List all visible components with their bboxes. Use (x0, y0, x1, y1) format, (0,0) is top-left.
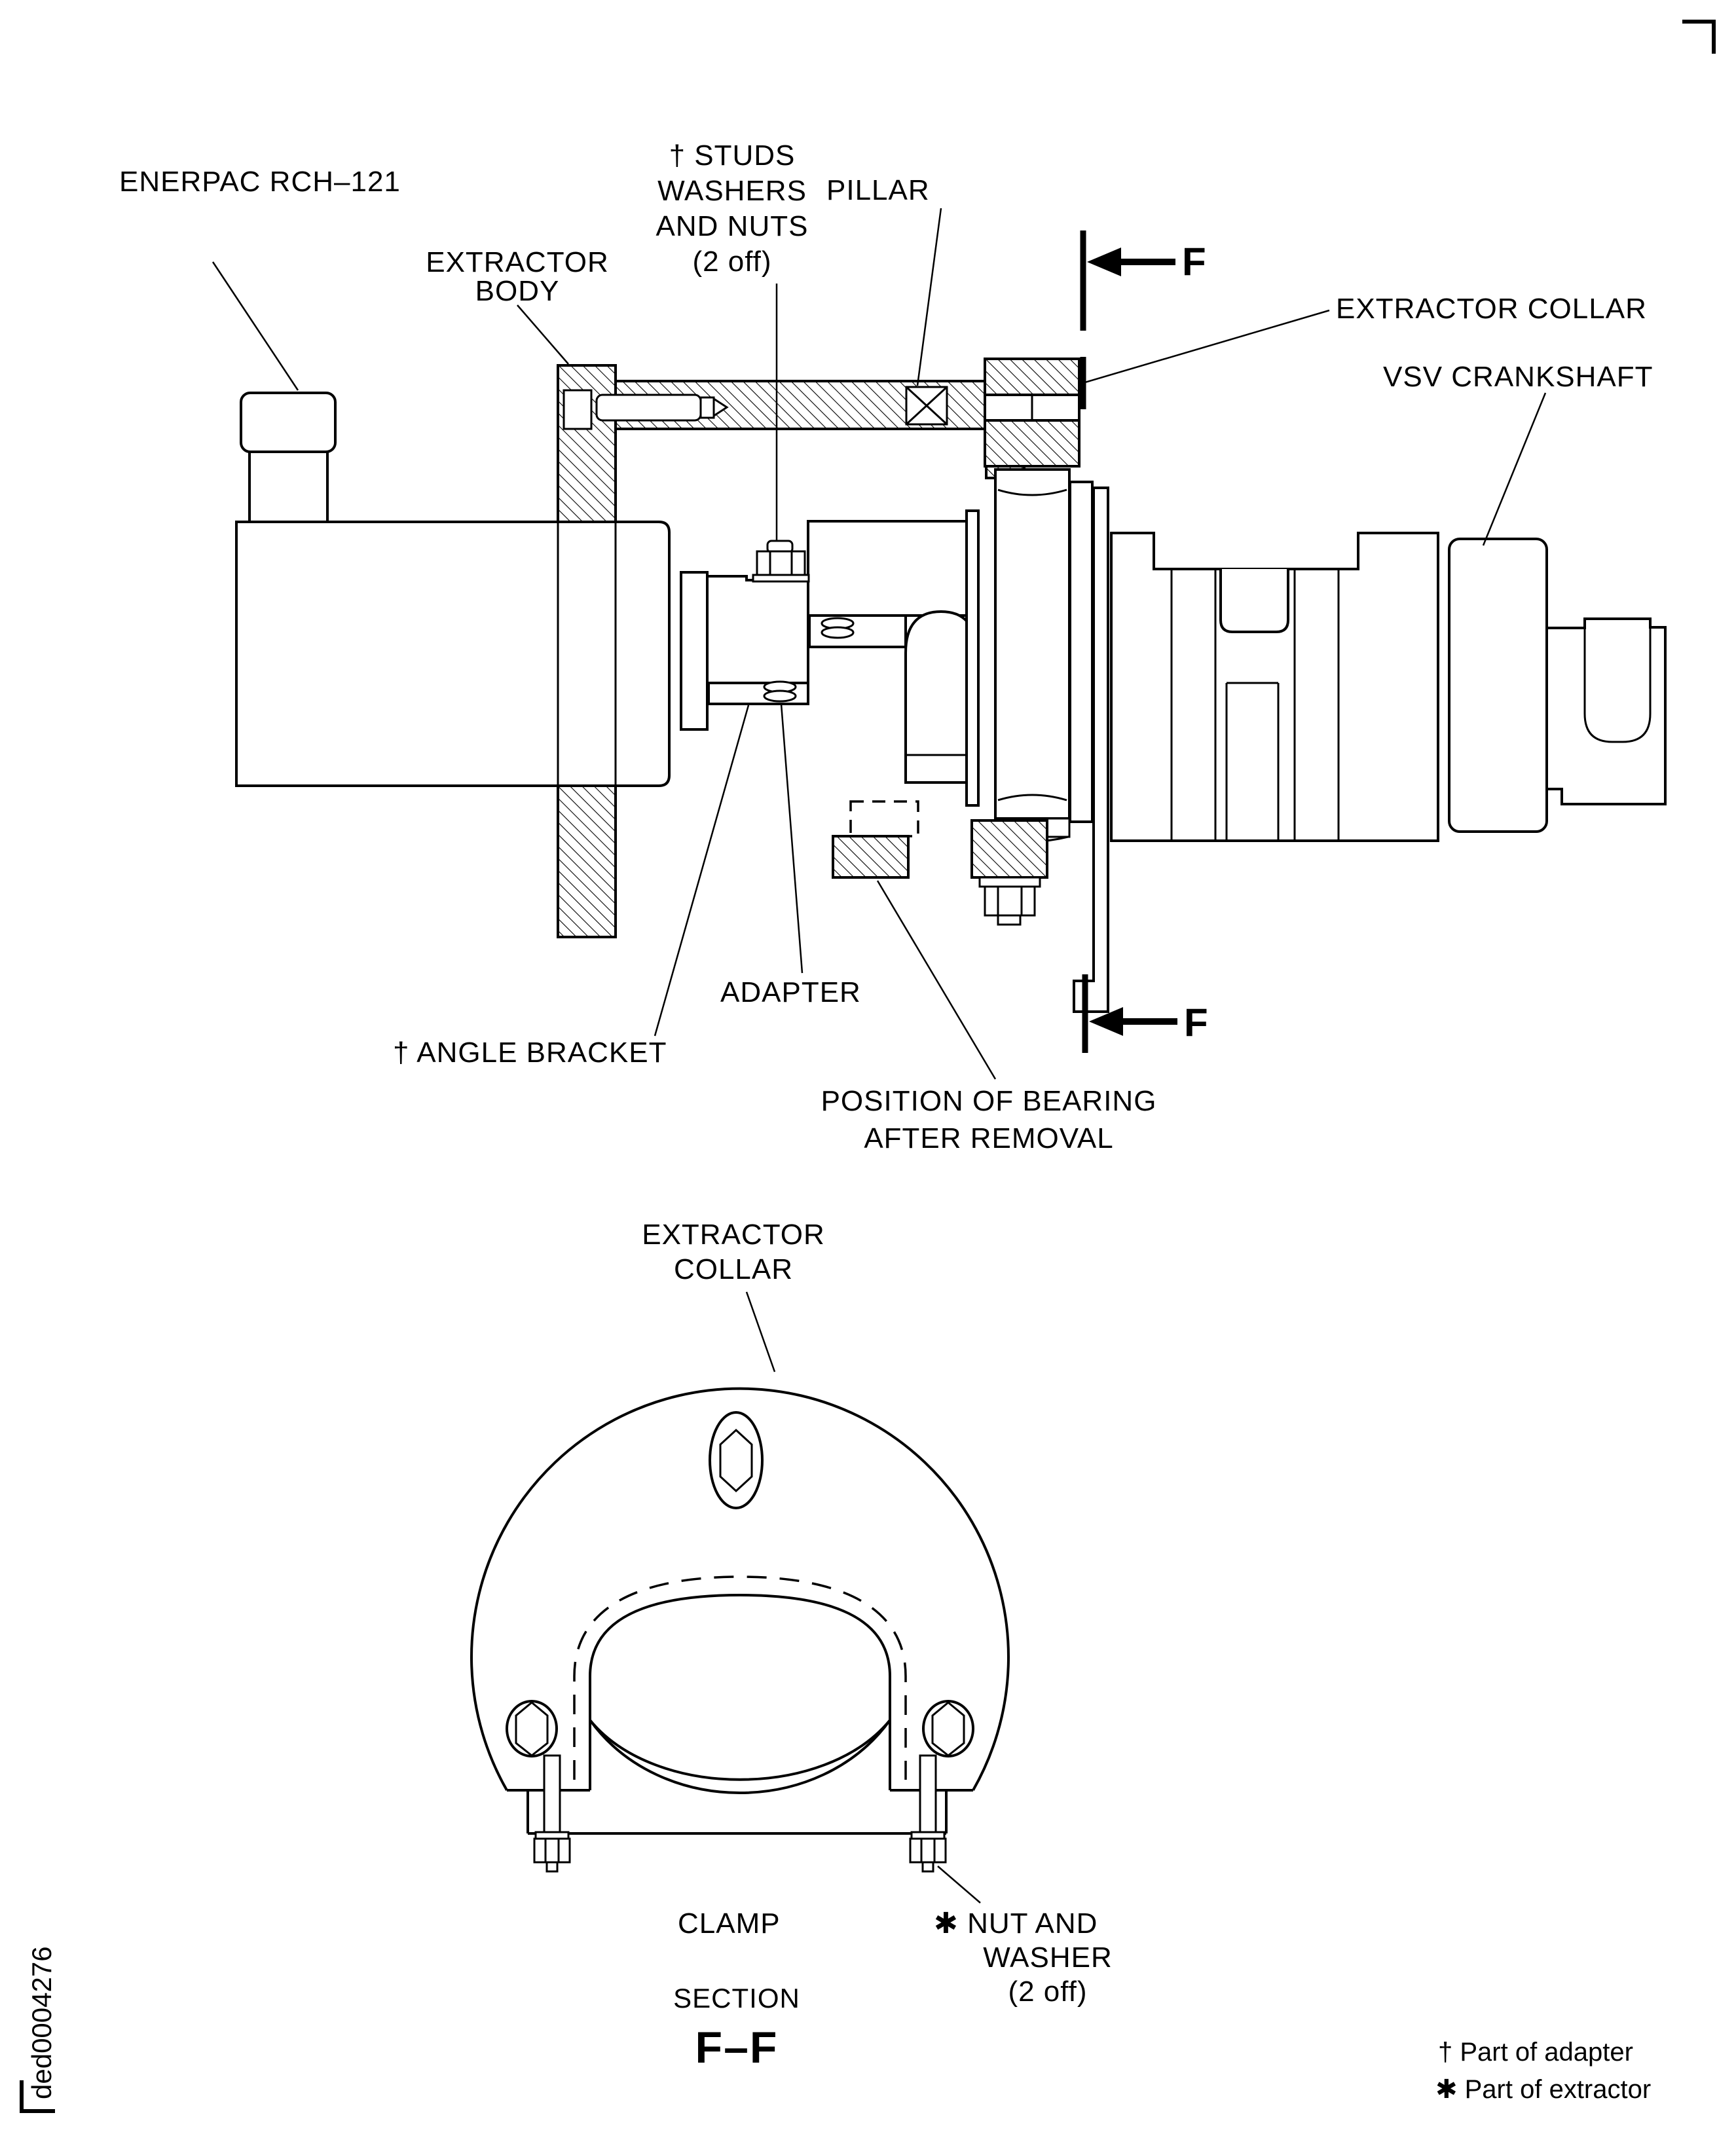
label-enerpac: ENERPAC RCH–121 (119, 166, 401, 198)
label-section-letter-top: F (1182, 240, 1206, 284)
extractor-body-plate-top (557, 364, 617, 523)
stud-washer (699, 396, 715, 419)
collar-left-bolt (506, 1700, 571, 1873)
extractor-body-plate-bottom (557, 784, 617, 938)
label-extractor-body: EXTRACTOR (426, 246, 609, 278)
label-section-ff: F–F (695, 2023, 779, 2072)
collar-ring-outline (470, 1387, 1010, 1791)
label-position-bearing: POSITION OF BEARING (821, 1085, 1157, 1117)
section-arrow-top-icon (1087, 248, 1175, 276)
leader-angle-bracket (654, 705, 750, 1037)
collar-top-bolt (709, 1411, 764, 1509)
bearing (994, 468, 1071, 843)
leader-nut-washer (937, 1866, 981, 1904)
collar-bottom-stud-nut (970, 819, 1048, 926)
label-section-title: SECTION (673, 1983, 800, 2014)
label-section-letter-bottom: F (1184, 1001, 1208, 1044)
label-adapter: ADAPTER (720, 976, 861, 1008)
svg-text:(2 off): (2 off) (1008, 1976, 1087, 2008)
svg-text:COLLAR: COLLAR (674, 1253, 793, 1285)
label-extractor-collar: EXTRACTOR COLLAR (1336, 293, 1647, 325)
spring-washers-upper (821, 617, 855, 639)
corner-mark-top-right (1682, 20, 1716, 54)
hydraulic-cylinder-body (235, 521, 671, 787)
svg-text:BODY: BODY (475, 275, 560, 307)
leader-pillar (916, 208, 942, 386)
crank-flange-disc (1069, 481, 1094, 823)
svg-text:(2 off): (2 off) (692, 246, 771, 278)
bearing-after-removal-block (832, 835, 910, 879)
collar-slot-edge (589, 1593, 891, 1790)
label-nut-washer: ✱ NUT AND (934, 1907, 1098, 1940)
stud-shank (595, 394, 702, 422)
crank-journal (1448, 538, 1548, 833)
bearing-after-removal-outline (849, 800, 919, 837)
label-clamp: CLAMP (678, 1907, 781, 1940)
svg-text:AFTER REMOVAL: AFTER REMOVAL (864, 1122, 1113, 1154)
footnote-adapter: † Part of adapter (1438, 2038, 1633, 2067)
svg-text:AND NUTS: AND NUTS (656, 210, 809, 242)
leader-position-bearing (876, 880, 997, 1080)
cylinder-port-stem (248, 451, 329, 523)
annotations: ENERPAC RCH–121 EXTRACTOR BODY † STUDS W… (26, 139, 1653, 2104)
upper-assembly-view (212, 208, 1667, 1080)
section-f-f-view (470, 1291, 1010, 1904)
stud-tip (712, 397, 729, 418)
cylinder-ram (680, 571, 709, 731)
leader-extractor-body (517, 304, 569, 365)
pillar-section-symbol (905, 386, 948, 426)
angle-bracket-column (706, 575, 809, 684)
section-arrow-bottom-icon (1089, 1007, 1177, 1036)
clamp (526, 1719, 948, 1835)
adapter-block (807, 520, 978, 617)
cylinder-port-block (240, 392, 337, 453)
corner-mark-bottom-left (20, 2080, 55, 2113)
adapter-stud-nut (752, 540, 810, 583)
label-pillar: PILLAR (826, 174, 930, 206)
spring-washers-lower (763, 680, 797, 703)
label-vsv-crankshaft: VSV CRANKSHAFT (1383, 361, 1653, 393)
svg-text:WASHER: WASHER (983, 1941, 1113, 1974)
extractor-collar-upper (984, 358, 1080, 479)
label-collar-section: EXTRACTOR (642, 1219, 825, 1251)
collar-right-bolt (909, 1700, 974, 1873)
leader-adapter (780, 703, 803, 974)
drawing-id: ded0004276 (26, 1946, 57, 2099)
leader-enerpac (212, 261, 299, 391)
label-angle-bracket: † ANGLE BRACKET (393, 1037, 667, 1069)
extractor-plate-strip (965, 509, 980, 807)
label-studs: † STUDS (669, 139, 796, 172)
footnote-extractor: ✱ Part of extractor (1435, 2075, 1651, 2104)
vsv-crankshaft (1110, 532, 1667, 842)
stud-head (563, 389, 593, 430)
crank-end-hook (1545, 617, 1667, 805)
leader-vsv-crankshaft (1482, 392, 1547, 546)
collar-ring-fill (471, 1388, 1008, 1790)
svg-text:WASHERS: WASHERS (657, 175, 807, 207)
leader-collar-section (745, 1291, 776, 1372)
leader-extractor-collar (1080, 309, 1330, 385)
crank-flange-plate (1073, 487, 1109, 1013)
